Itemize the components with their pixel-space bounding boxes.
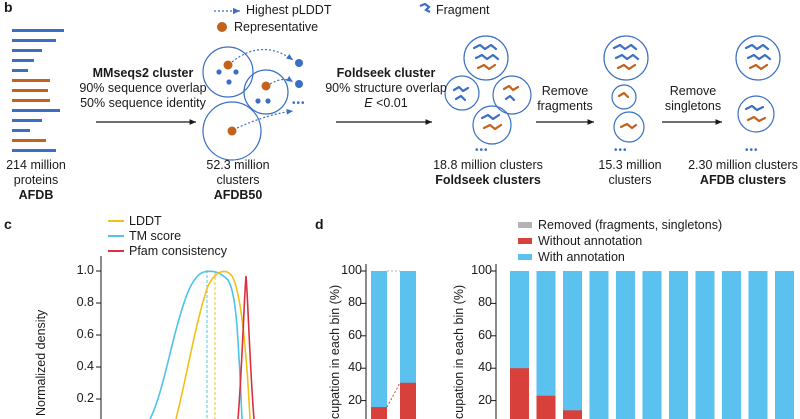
bar-with-annotation bbox=[669, 271, 688, 419]
panel-d-ytick-label: 80 bbox=[478, 295, 492, 310]
fragment-legend-glyph bbox=[419, 2, 431, 13]
panel-c-ytick-label: 1.0 bbox=[76, 263, 94, 277]
panel-d-label: d bbox=[315, 216, 324, 232]
after-fragments-count: 15.3 million clusters bbox=[598, 158, 662, 187]
remove-singletons-step: Remove singletons bbox=[664, 84, 722, 113]
afdb-protein-bars bbox=[12, 29, 64, 152]
legend-label: LDDT bbox=[129, 214, 162, 228]
panel-c-legend-item: LDDT bbox=[108, 214, 162, 228]
bar-without-annotation bbox=[563, 410, 582, 419]
bar-without-annotation bbox=[536, 395, 556, 419]
legend-highest-plddt: Highest pLDDT bbox=[246, 3, 332, 17]
legend-swatch bbox=[518, 254, 532, 260]
legend-label: Without annotation bbox=[538, 234, 643, 248]
panel-d-ytick-label: 100 bbox=[341, 263, 362, 277]
legend-swatch bbox=[108, 250, 124, 252]
pfam-consistency-curve bbox=[237, 275, 255, 419]
bar-with-annotation bbox=[371, 271, 387, 419]
panel-c-legend-item: TM score bbox=[108, 229, 181, 243]
legend-swatch bbox=[518, 222, 532, 228]
legend-label: With annotation bbox=[538, 250, 625, 264]
legend-fragment: Fragment bbox=[436, 3, 490, 17]
panel-d-ytick-label: 60 bbox=[478, 327, 492, 342]
afdb50-clusters bbox=[202, 46, 289, 161]
bar-without-annotation bbox=[400, 382, 416, 419]
bar-with-annotation bbox=[722, 271, 741, 419]
panel-d-ytick-label: 20 bbox=[478, 392, 492, 407]
bar-with-annotation bbox=[589, 271, 609, 419]
panel-c-ytick-label: 0.6 bbox=[76, 327, 94, 341]
panel-d-ytick-label: 60 bbox=[348, 327, 362, 342]
foldseek-ellipsis: ••• bbox=[475, 145, 489, 156]
panel-c-ytick-label: 0.8 bbox=[76, 295, 94, 309]
foldseek-step: Foldseek cluster 90% structure overlap E… bbox=[325, 66, 447, 110]
legend-label: Removed (fragments, singletons) bbox=[538, 218, 723, 232]
afdb-clusters-ellipsis: ••• bbox=[745, 145, 759, 156]
panel-d-ytick-label: 40 bbox=[478, 360, 492, 375]
bar-with-annotation bbox=[642, 271, 662, 419]
bar-with-annotation bbox=[536, 271, 556, 419]
legend-label: Pfam consistency bbox=[129, 244, 227, 258]
legend-label: TM score bbox=[129, 229, 182, 243]
panel-d-ytick-label: 20 bbox=[348, 392, 362, 407]
panel-d-legend-item: Without annotation bbox=[518, 234, 642, 248]
bar-with-annotation bbox=[695, 271, 715, 419]
legend-swatch bbox=[108, 235, 124, 237]
panel-d-ytick-label: 80 bbox=[348, 295, 362, 310]
legend-swatch bbox=[108, 220, 124, 222]
panel-c-legend-item: Pfam consistency bbox=[108, 244, 227, 258]
legend-representative: Representative bbox=[234, 20, 319, 34]
afdb50-ellipsis: ••• bbox=[292, 98, 306, 109]
mmseqs2-step: MMseqs2 cluster 90% sequence overlap 50%… bbox=[79, 66, 207, 110]
lddt-curve bbox=[175, 270, 251, 419]
bar-with-annotation bbox=[775, 271, 794, 419]
remove-fragments-step: Remove fragments bbox=[537, 84, 593, 113]
bar-with-annotation bbox=[400, 271, 416, 419]
fragments-ellipsis: ••• bbox=[614, 145, 628, 156]
bar-without-annotation bbox=[510, 368, 529, 419]
foldseek-clusters bbox=[444, 35, 781, 145]
afdb-count: 214 million proteins AFDB bbox=[6, 158, 66, 202]
panel-d-legend-item: With annotation bbox=[518, 250, 625, 264]
panel-d-ytick-label: 40 bbox=[348, 360, 362, 375]
bar-without-annotation bbox=[371, 407, 387, 419]
bar-with-annotation bbox=[616, 271, 635, 419]
representative-legend-dot bbox=[217, 22, 227, 32]
panel-d-ytick-label: 100 bbox=[471, 263, 492, 277]
foldseek-count: 18.8 million clusters Foldseek clusters bbox=[433, 158, 543, 187]
bar-with-annotation bbox=[748, 271, 768, 419]
panel-d-legend-item: Removed (fragments, singletons) bbox=[518, 218, 722, 232]
afdb50-points bbox=[216, 59, 303, 136]
panel-c-label: c bbox=[4, 216, 12, 232]
panel-c-ytick-label: 0.4 bbox=[76, 359, 94, 373]
panel-b-label: b bbox=[4, 0, 13, 15]
legend-swatch bbox=[518, 238, 532, 244]
afdb-clusters-count: 2.30 million clusters AFDB clusters bbox=[688, 158, 798, 187]
afdb50-highest-plddt-arrows bbox=[231, 48, 294, 129]
bar-with-annotation bbox=[563, 271, 582, 419]
tm-score-curve bbox=[149, 270, 243, 419]
bar-connector bbox=[386, 382, 401, 408]
panel-c-ytick-label: 0.2 bbox=[76, 391, 94, 405]
afdb50-count: 52.3 million clusters AFDB50 bbox=[206, 158, 270, 202]
